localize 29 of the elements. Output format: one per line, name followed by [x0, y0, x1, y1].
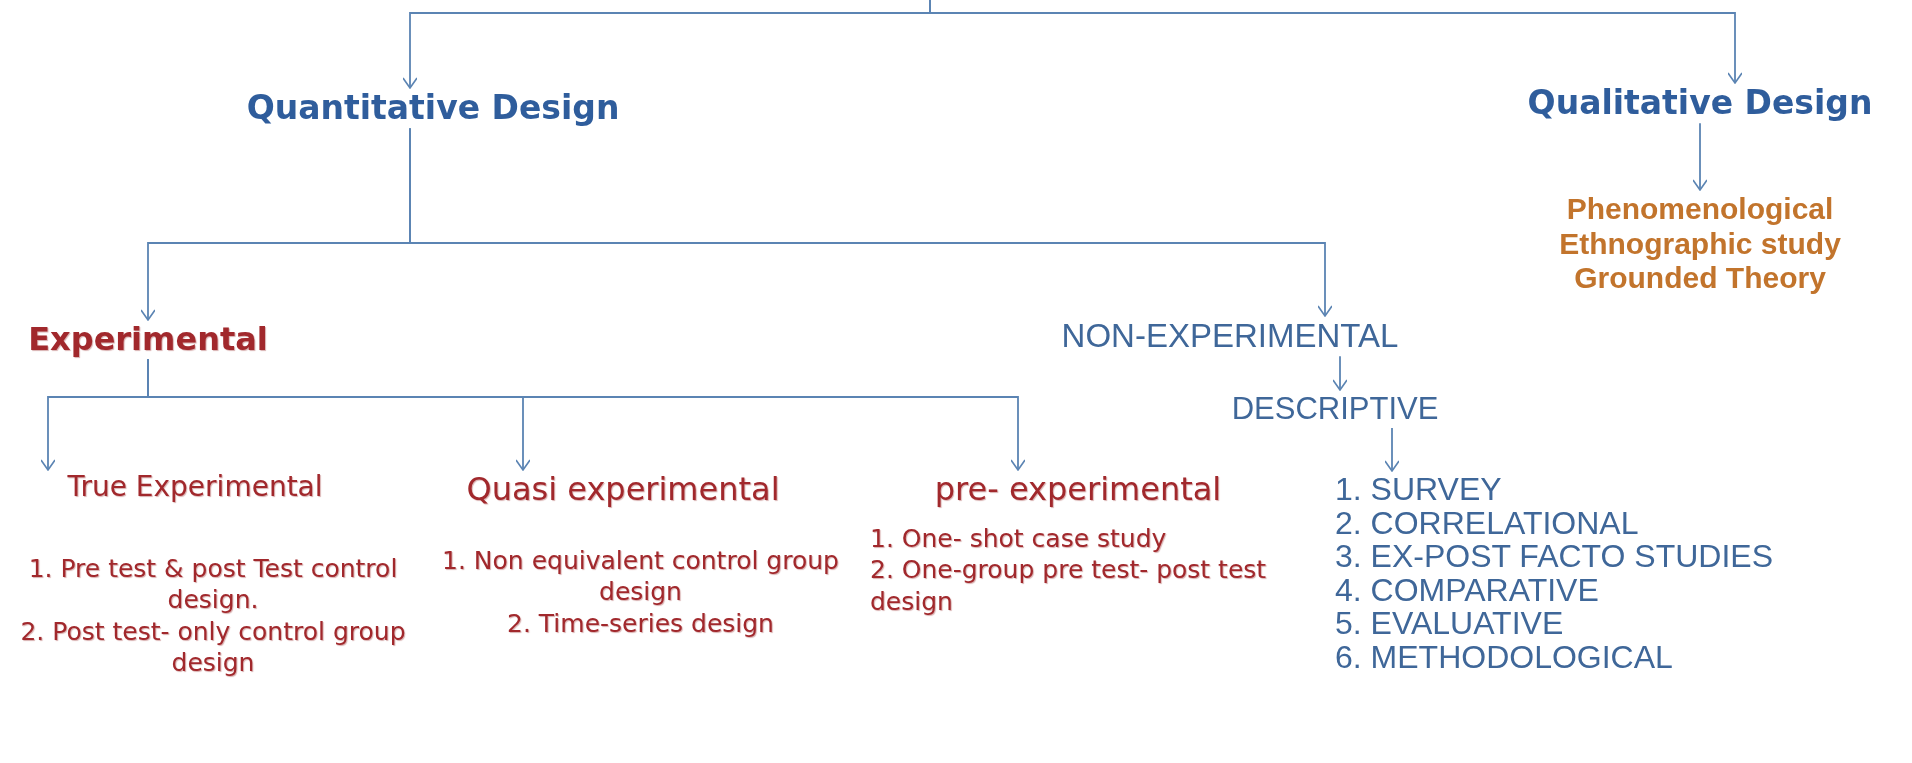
connector-arrow	[1384, 427, 1400, 472]
category-heading: pre- experimental	[934, 472, 1222, 508]
category-heading: True Experimental	[67, 472, 323, 503]
method-text: Ethnographic study	[1559, 226, 1841, 261]
list-item: 1. SURVEY	[1335, 473, 1503, 507]
design-list-item: 2. One-group pre test- post test design	[870, 554, 1268, 617]
connector-arrow	[1692, 122, 1708, 191]
design-list-item: 2. Post test- only control group design	[19, 615, 407, 678]
category-heading: NON-EXPERIMENTAL	[1061, 318, 1399, 355]
connector-arrow	[929, 0, 1743, 84]
design-list-item: 1. One- shot case study	[870, 523, 1168, 555]
design-list-item: 1. Non equivalent control group design	[441, 545, 840, 608]
category-heading: Experimental	[28, 322, 268, 358]
category-heading: Quantitative Design	[246, 90, 620, 127]
list-item: 4. COMPARATIVE	[1335, 573, 1600, 608]
design-list-item: 1. Pre test & post Test control design.	[27, 553, 399, 616]
connector-arrow	[409, 127, 1333, 317]
list-item: 6. METHODOLOGICAL	[1335, 640, 1674, 675]
list-item: 5. EVALUATIVE	[1335, 607, 1565, 641]
connector-arrow	[1332, 355, 1348, 391]
category-heading: Quasi experimental	[466, 472, 780, 508]
design-list-item: 2. Time-series design	[506, 607, 775, 639]
category-heading: DESCRIPTIVE	[1231, 392, 1439, 427]
method-text: Grounded Theory	[1573, 261, 1827, 296]
list-item: 2. CORRELATIONAL	[1335, 506, 1640, 541]
list-item: 3. EX-POST FACTO STUDIES	[1335, 540, 1774, 574]
connector-arrow	[147, 358, 1026, 471]
category-heading: Qualitative Design	[1527, 85, 1873, 122]
method-text: Phenomenological	[1565, 192, 1835, 227]
